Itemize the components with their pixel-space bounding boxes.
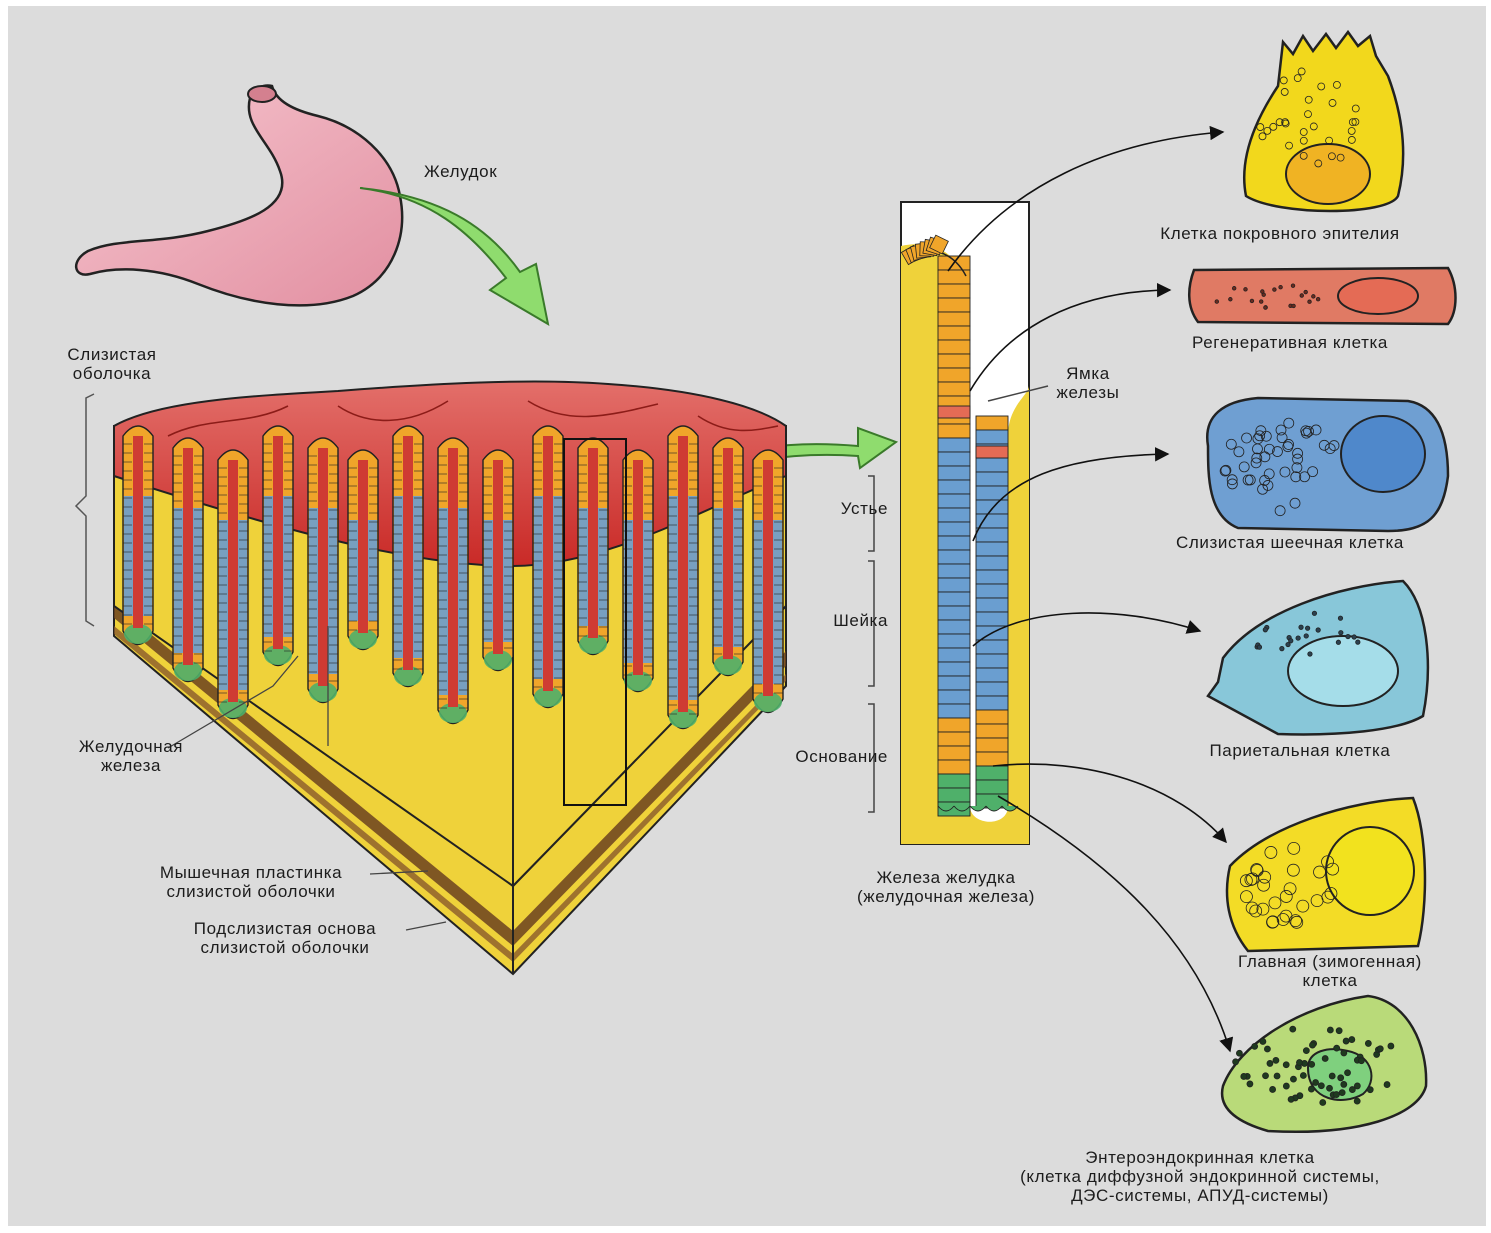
label-cell-regenerative-line1: Регенеративная клетка	[1130, 333, 1450, 352]
label-cell-mucous-neck-line1: Слизистая шеечная клетка	[1110, 533, 1470, 552]
gastric-glands-group	[123, 426, 783, 729]
label-mucosa-line1: Слизистая	[52, 345, 172, 364]
label-gland-base: Основание	[738, 747, 888, 766]
cell-surface-epithelium	[1244, 32, 1403, 211]
gastric-gland	[393, 426, 423, 687]
mucosa-bracket	[76, 394, 94, 626]
gastric-gland	[668, 426, 698, 729]
label-submucosa: Подслизистая основа слизистой оболочки	[150, 919, 420, 957]
cell-parietal	[1208, 581, 1428, 734]
gastric-gland	[483, 450, 513, 671]
gastric-gland	[623, 450, 653, 692]
label-mucosa: Слизистая оболочка	[52, 345, 172, 383]
gastric-gland	[123, 426, 153, 645]
label-cell-enteroendocrine: Энтероэндокринная клетка (клетка диффузн…	[940, 1148, 1460, 1205]
label-cell-parietal: Париетальная клетка	[1150, 741, 1450, 760]
label-gland-caption: Железа желудка (желудочная железа)	[816, 868, 1076, 906]
gastric-gland	[533, 426, 563, 708]
enlarged-gland-panel	[901, 202, 1029, 844]
label-gastric-gland: Желудочная железа	[56, 737, 206, 775]
cell-enteroendocrine	[1222, 996, 1426, 1132]
label-gland-pit-line2: железы	[1046, 383, 1130, 402]
diagram-artwork	[8, 6, 1486, 1226]
gastric-gland	[578, 438, 608, 655]
label-cell-enteroendocrine-line2: (клетка диффузной эндокринной системы,	[940, 1167, 1460, 1186]
label-gastric-gland-line2: железа	[56, 756, 206, 775]
label-gland-neck: Шейка	[788, 611, 888, 630]
label-gland-mouth: Устье	[788, 499, 888, 518]
gastric-gland	[218, 450, 248, 719]
label-cell-enteroendocrine-line3: ДЭС-системы, АПУД-системы)	[940, 1186, 1460, 1205]
label-cell-chief-line2: клетка	[1180, 971, 1480, 990]
gastric-gland	[263, 426, 293, 666]
gastric-gland	[308, 438, 338, 703]
label-cell-surface-line1: Клетка покровного эпителия	[1100, 224, 1460, 243]
cell-regenerative	[1189, 268, 1455, 324]
gastric-gland	[753, 450, 783, 713]
label-submucosa-line1: Подслизистая основа	[150, 919, 420, 938]
label-gland-pit: Ямка железы	[1046, 364, 1130, 402]
gastric-gland	[438, 438, 468, 724]
gastric-gland	[173, 438, 203, 682]
label-muscular-line2: слизистой оболочки	[116, 882, 386, 901]
label-cell-regenerative: Регенеративная клетка	[1130, 333, 1450, 352]
label-gland-caption-line1: Железа желудка	[816, 868, 1076, 887]
gastric-gland	[713, 438, 743, 676]
label-cell-surface: Клетка покровного эпителия	[1100, 224, 1460, 243]
label-gland-caption-line2: (желудочная железа)	[816, 887, 1076, 906]
label-cell-enteroendocrine-line1: Энтероэндокринная клетка	[940, 1148, 1460, 1167]
label-cell-mucous-neck: Слизистая шеечная клетка	[1110, 533, 1470, 552]
label-cell-chief-line1: Главная (зимогенная)	[1180, 952, 1480, 971]
label-gland-pit-line1: Ямка	[1046, 364, 1130, 383]
label-stomach: Желудок	[424, 162, 497, 181]
label-submucosa-line2: слизистой оболочки	[150, 938, 420, 957]
stomach-illustration	[76, 86, 402, 306]
label-muscular-line1: Мышечная пластинка	[116, 863, 386, 882]
label-mucosa-line2: оболочка	[52, 364, 172, 383]
label-cell-chief: Главная (зимогенная) клетка	[1180, 952, 1480, 990]
label-muscular-layer: Мышечная пластинка слизистой оболочки	[116, 863, 386, 901]
cell-mucous-neck	[1207, 398, 1448, 531]
label-gastric-gland-line1: Желудочная	[56, 737, 206, 756]
diagram-canvas: Желудок Слизистая оболочка Желудочная же…	[8, 6, 1486, 1226]
gastric-gland	[348, 450, 378, 650]
label-cell-parietal-line1: Париетальная клетка	[1150, 741, 1450, 760]
